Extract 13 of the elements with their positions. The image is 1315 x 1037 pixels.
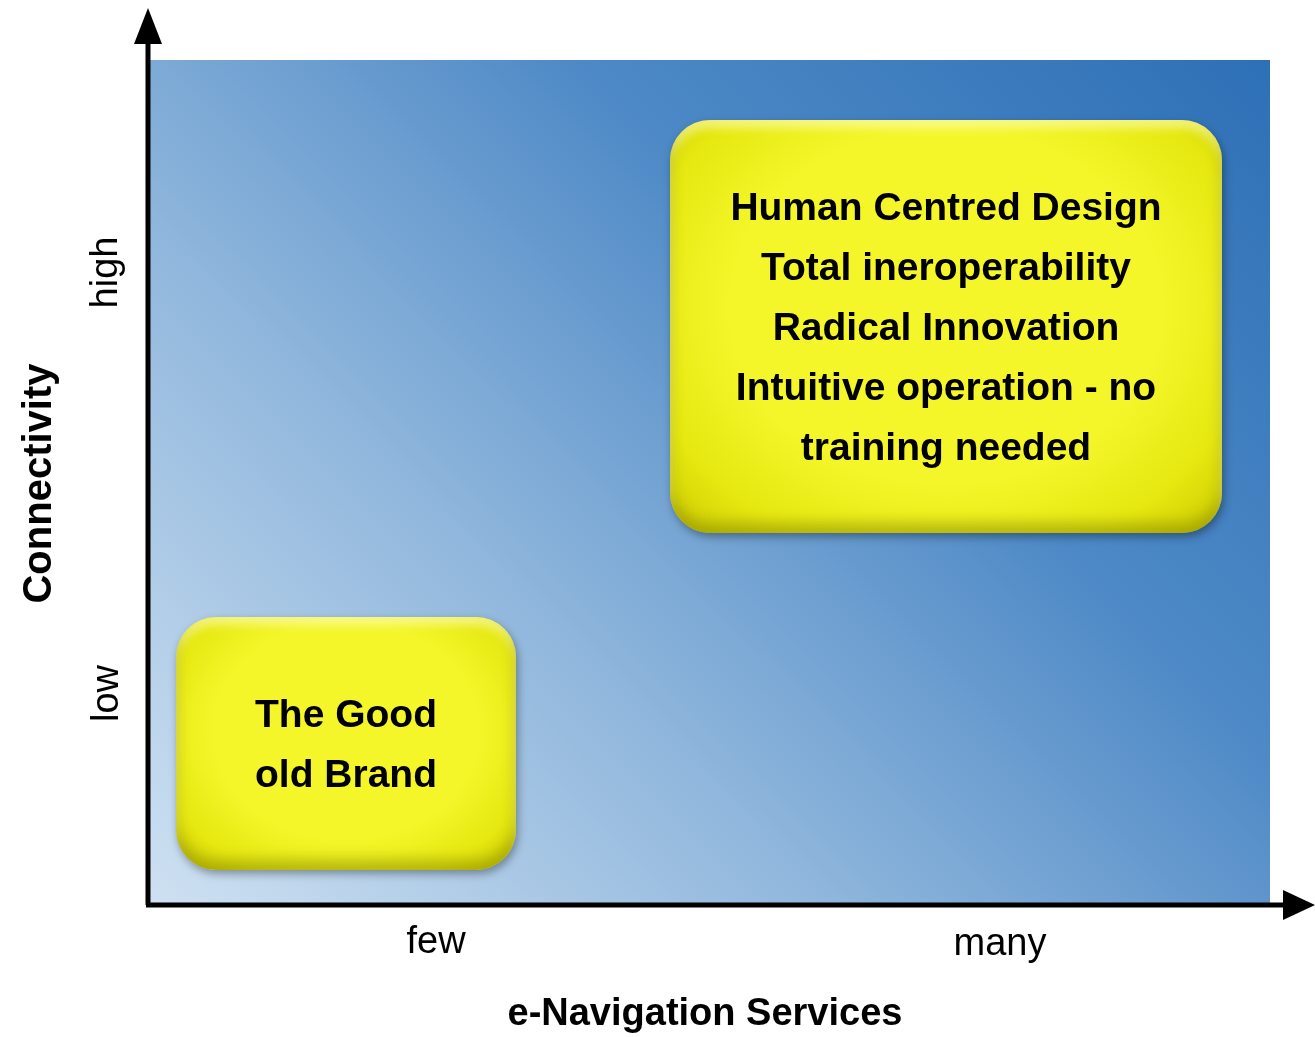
rounded-box <box>670 120 1222 533</box>
rounded-box <box>176 617 516 870</box>
box-text: Radical Innovation <box>772 303 1120 350</box>
box-text: Intuitive operation - no training needed <box>734 363 1158 470</box>
axis-tick-label: high <box>83 236 127 308</box>
axis-tick-label: low <box>83 664 127 722</box>
box-text: Total ineroperability <box>761 243 1131 290</box>
box-text: The Good old Brand <box>254 690 438 797</box>
axis-tick-label: few <box>406 918 466 962</box>
axis-title: e-Navigation Services <box>507 990 903 1034</box>
axis-title: Connectivity <box>14 363 60 603</box>
axis-tick-label: many <box>953 920 1047 964</box>
box-text: Human Centred Design <box>730 183 1162 230</box>
